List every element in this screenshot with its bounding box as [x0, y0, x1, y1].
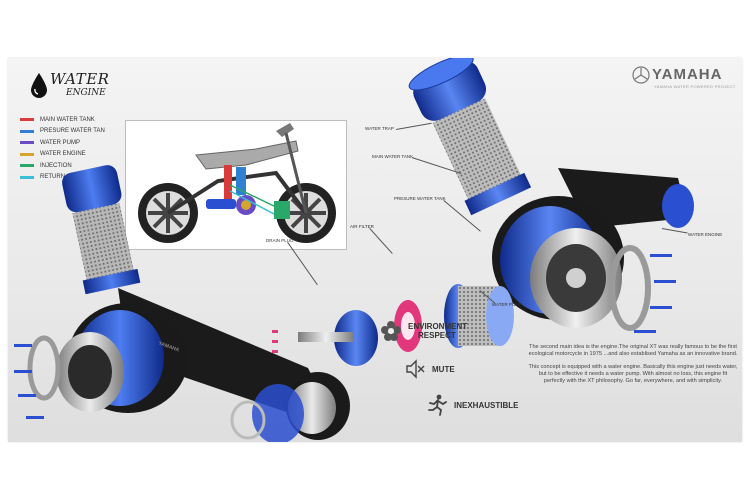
legend: MAIN WATER TANK PRESURE WATER TAN WATER …	[20, 114, 130, 183]
brand-subtitle: YAMAHA WATER POWERED PROJECT	[654, 84, 736, 89]
label-drain-plug: DRAIN PLUG	[266, 238, 294, 243]
left-tank-cylinder	[62, 165, 141, 295]
motorcycle-diagram	[125, 120, 347, 250]
legend-label: RETURN	[40, 174, 65, 180]
tuning-fork-emblem-icon	[632, 66, 650, 84]
water-trap	[408, 58, 532, 216]
legend-item: WATER PUMP	[20, 137, 130, 148]
running-man-icon	[428, 394, 447, 416]
flower-icon	[381, 321, 401, 341]
feature-label: MUTE	[432, 364, 455, 374]
feature-label: RESPECT	[418, 331, 456, 340]
legend-item: RETURN	[20, 172, 130, 183]
label-water-engine: WATER ENGINE	[688, 232, 723, 237]
label-air-filter: AIR FILTER	[350, 224, 374, 229]
assembled-water-engine-render	[14, 165, 350, 442]
feature-label: INEXHAUSTIBLE	[454, 400, 519, 410]
legend-label: PRESURE WATER TAN	[40, 128, 105, 134]
legend-label: WATER PUMP	[40, 139, 80, 146]
label-main-water-tank: MAIN WATER TANK	[372, 154, 414, 159]
legend-swatch-injection	[20, 164, 34, 167]
motorcycle-illustration	[138, 123, 336, 243]
feature-mute: MUTE	[404, 358, 455, 380]
legend-label: INJECTION	[40, 162, 72, 169]
legend-label: MAIN WATER TANK	[40, 116, 95, 123]
description-paragraph: This concept is equipped with a water en…	[528, 364, 738, 384]
water-engine-logo: WATER ENGINE	[20, 68, 110, 108]
legend-item: MAIN WATER TANK	[20, 114, 130, 125]
description-text: The second main idea is the engine.The o…	[528, 344, 738, 391]
logo-subtitle: ENGINE	[66, 88, 106, 98]
mute-speaker-icon	[406, 359, 425, 379]
legend-item: INJECTION	[20, 160, 130, 171]
feature-environment-respect: ENVIRONMENT RESPECT	[380, 320, 467, 342]
description-paragraph: The second main idea is the engine.The o…	[528, 344, 738, 357]
brand-name: YAMAHA	[652, 66, 723, 83]
legend-label: WATER ENGINE	[40, 151, 86, 157]
feature-label: ENVIRONMENT	[408, 322, 468, 331]
label-water-pump: WATER PUMP	[492, 302, 522, 307]
legend-swatch-water-pump	[20, 141, 34, 144]
legend-swatch-main-water-tank	[20, 118, 34, 121]
label-water-trap: WATER TRAP	[365, 126, 394, 131]
logo-title: WATER	[50, 70, 110, 88]
feature-inexhaustible: INEXHAUSTIBLE	[426, 394, 518, 416]
exploded-water-engine-render	[272, 58, 694, 366]
water-drop-icon	[31, 73, 47, 98]
label-presure-water-tank: PRESURE WATER TANK	[394, 196, 446, 201]
legend-swatch-presure-water-tank	[20, 129, 34, 133]
legend-item: WATER ENGINE	[20, 149, 130, 160]
legend-swatch-water-engine	[20, 152, 34, 156]
legend-item: PRESURE WATER TAN	[20, 126, 130, 137]
legend-swatch-return	[20, 175, 34, 179]
yamaha-brand: YAMAHA YAMAHA WATER POWERED PROJECT	[632, 64, 736, 92]
concept-sheet: WATER ENGINE MAIN WATER TANK PRESURE WAT…	[8, 58, 742, 442]
